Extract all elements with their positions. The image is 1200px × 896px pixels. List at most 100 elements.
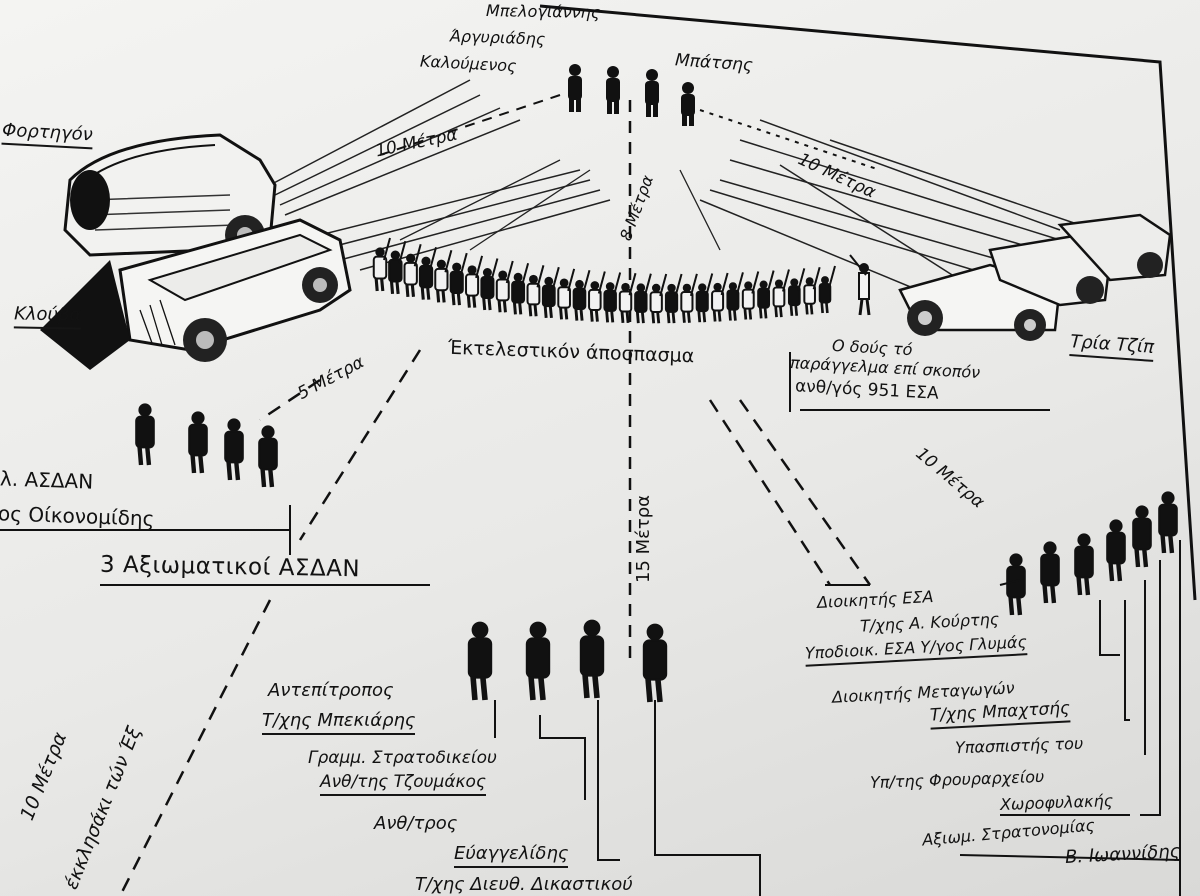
headlight-beams-right [699, 119, 1081, 296]
rifle [828, 265, 836, 289]
asdan-officer [224, 418, 244, 481]
label-argyriadis: Άργυριάδης [449, 26, 546, 49]
rifle [797, 268, 806, 291]
label-grammateus: Γραμμ. Στρατοδικείου [308, 748, 497, 768]
squad-soldier [787, 278, 801, 316]
squad-soldier [418, 256, 434, 300]
squad-soldier [680, 283, 694, 323]
rifle [613, 272, 622, 295]
squad-soldier [695, 283, 709, 323]
rifle [812, 266, 821, 290]
label-mpekiaris: Τ/χης Μπεκιάρης [262, 712, 416, 735]
squad-soldier [649, 283, 663, 324]
firing-squad [372, 237, 836, 324]
squad-soldier [372, 247, 388, 292]
rifle [735, 272, 744, 295]
rifle [674, 273, 683, 297]
rifle [551, 266, 560, 290]
court-official [579, 619, 605, 699]
squad-soldier [388, 250, 403, 295]
rifle [582, 270, 591, 293]
rifle [689, 273, 698, 297]
leader-lines [0, 352, 1181, 896]
rifle [567, 268, 576, 292]
squad-soldier [465, 265, 480, 308]
esa-officer [1040, 541, 1060, 604]
commanding-officer [849, 254, 871, 316]
esa-officer [1074, 533, 1094, 596]
squad-soldier [772, 279, 786, 318]
court-official [467, 621, 493, 701]
label-klouva: Κλούβα [13, 303, 81, 330]
frame-border [539, 4, 1197, 601]
dashed-to-truck [379, 94, 561, 156]
squad-soldier [434, 259, 449, 303]
squad-soldier [741, 281, 755, 320]
squad-soldier [511, 272, 526, 315]
dashed-to-jeeps [699, 109, 881, 171]
squad-soldier [664, 283, 679, 324]
convicts [568, 64, 695, 126]
rifle [429, 247, 437, 270]
rifle [459, 252, 468, 276]
rifle [643, 273, 652, 296]
label-15m: 15 Μέτρα [633, 494, 655, 584]
label-antepitropos: Αντεπίτροπος [268, 680, 394, 701]
asdan-officer [258, 425, 278, 488]
esa-officer [1106, 519, 1126, 582]
squad-soldier [603, 282, 617, 323]
esa-officer [1006, 553, 1026, 616]
court-official [642, 623, 668, 703]
squad-soldier [711, 282, 725, 322]
squad-soldier [572, 279, 587, 321]
label-anthypolochagos: Ανθ/τρος [374, 813, 458, 834]
rifle [720, 272, 729, 296]
label-three-officers: 3 Αξιωματικοί ΑΣΔΑΝ [99, 551, 361, 583]
rifle [490, 258, 499, 281]
rifle [475, 255, 484, 279]
rifle [383, 237, 391, 261]
squad-soldier [588, 281, 602, 322]
rifle [766, 270, 775, 293]
label-dieuth: Τ/χης Διευθ. Δικαστικού [415, 874, 633, 895]
squad-soldier [803, 277, 816, 315]
rifle [659, 273, 668, 297]
squad-soldier [618, 282, 633, 324]
jeeps [898, 213, 1172, 341]
squad-soldier [557, 278, 571, 320]
label-fortigon: Φορτηγόν [1, 120, 93, 150]
court-officials [467, 619, 668, 703]
label-oikonomidis-partial: ος Οίκονομίδης [0, 501, 155, 531]
rifle [751, 271, 760, 294]
truck-klouva [40, 218, 352, 370]
squad-soldier [526, 274, 541, 317]
headlight-beams-left [269, 79, 611, 271]
rifle [521, 262, 530, 286]
court-official [525, 621, 551, 701]
esa-officers [1006, 491, 1178, 616]
rifle [413, 243, 422, 267]
squad-soldier [541, 276, 556, 319]
squad-soldier [449, 262, 464, 306]
rifle [782, 269, 790, 292]
rifle [705, 273, 714, 296]
squad-soldier [634, 283, 648, 324]
esa-officer [1132, 505, 1152, 568]
squad-soldier [818, 276, 832, 314]
esa-officer [1158, 491, 1178, 554]
label-asdan-partial: λ. ΑΣΔΑΝ [0, 466, 94, 494]
squad-soldier [495, 270, 510, 313]
label-tzoumakos: Ανθ/της Τζουμάκος [320, 774, 486, 796]
squad-soldier [757, 280, 771, 319]
rifle [628, 272, 637, 296]
rifle [444, 249, 453, 273]
squad-soldier [726, 282, 740, 321]
label-evangelidis: Εύαγγελίδης [454, 845, 569, 868]
rifle [505, 260, 514, 284]
rifle [398, 240, 407, 264]
asdan-officer [188, 411, 208, 474]
label-mpelogiannis: Μπελογιάννης [485, 1, 601, 22]
squad-soldier [480, 268, 495, 311]
distance-lines [118, 349, 872, 896]
